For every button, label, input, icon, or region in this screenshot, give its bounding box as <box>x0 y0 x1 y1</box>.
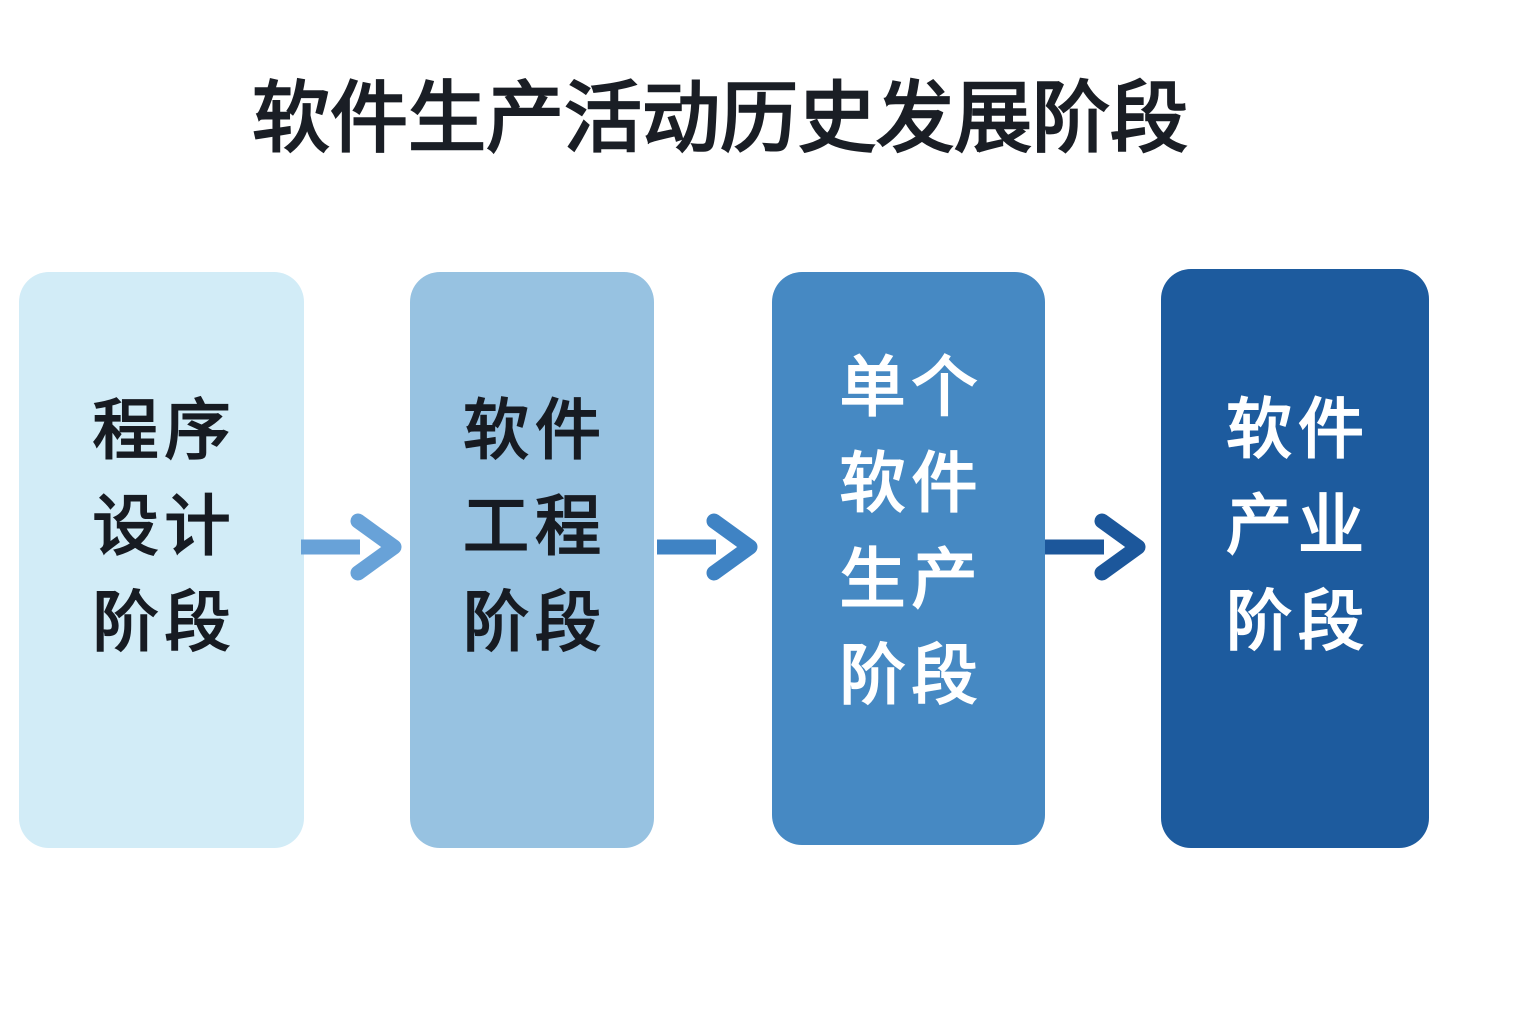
stage-text-line: 设计 <box>92 489 237 563</box>
stage-text-line: 程序 <box>92 393 237 467</box>
stage-text-line: 生产 <box>839 541 984 616</box>
diagram-title: 软件生产活动历史发展阶段 <box>251 74 1188 162</box>
stage-text-line: 产业 <box>1226 487 1370 562</box>
stage-box-software-engineering: 软件 工程 阶段 <box>410 272 654 848</box>
stage-box-single-software-production: 单个 软件 生产 阶段 <box>772 272 1045 845</box>
stage-box-program-design: 程序 设计 阶段 <box>19 272 304 848</box>
stage-text-block: 程序 设计 阶段 <box>87 382 237 670</box>
stage-text-line: 阶段 <box>839 637 984 712</box>
stage-text-line: 软件 <box>1226 391 1370 466</box>
stage-text-block: 软件 工程 阶段 <box>457 382 607 670</box>
stage-text-line: 阶段 <box>92 585 237 659</box>
flow-arrow-1 <box>301 513 402 581</box>
stage-text-line: 软件 <box>839 445 984 520</box>
stage-text-block: 软件 产业 阶段 <box>1220 381 1370 669</box>
stage-text-line: 阶段 <box>1226 583 1370 658</box>
stage-text-line: 工程 <box>463 489 607 563</box>
stage-text-line: 软件 <box>463 393 607 467</box>
flow-arrow-3 <box>1045 513 1146 581</box>
stage-text-block: 单个 软件 生产 阶段 <box>834 339 984 723</box>
flow-arrow-2 <box>657 513 758 581</box>
stage-text-line: 单个 <box>839 349 984 424</box>
stage-text-line: 阶段 <box>463 585 607 659</box>
stage-box-software-industry: 软件 产业 阶段 <box>1161 269 1429 848</box>
